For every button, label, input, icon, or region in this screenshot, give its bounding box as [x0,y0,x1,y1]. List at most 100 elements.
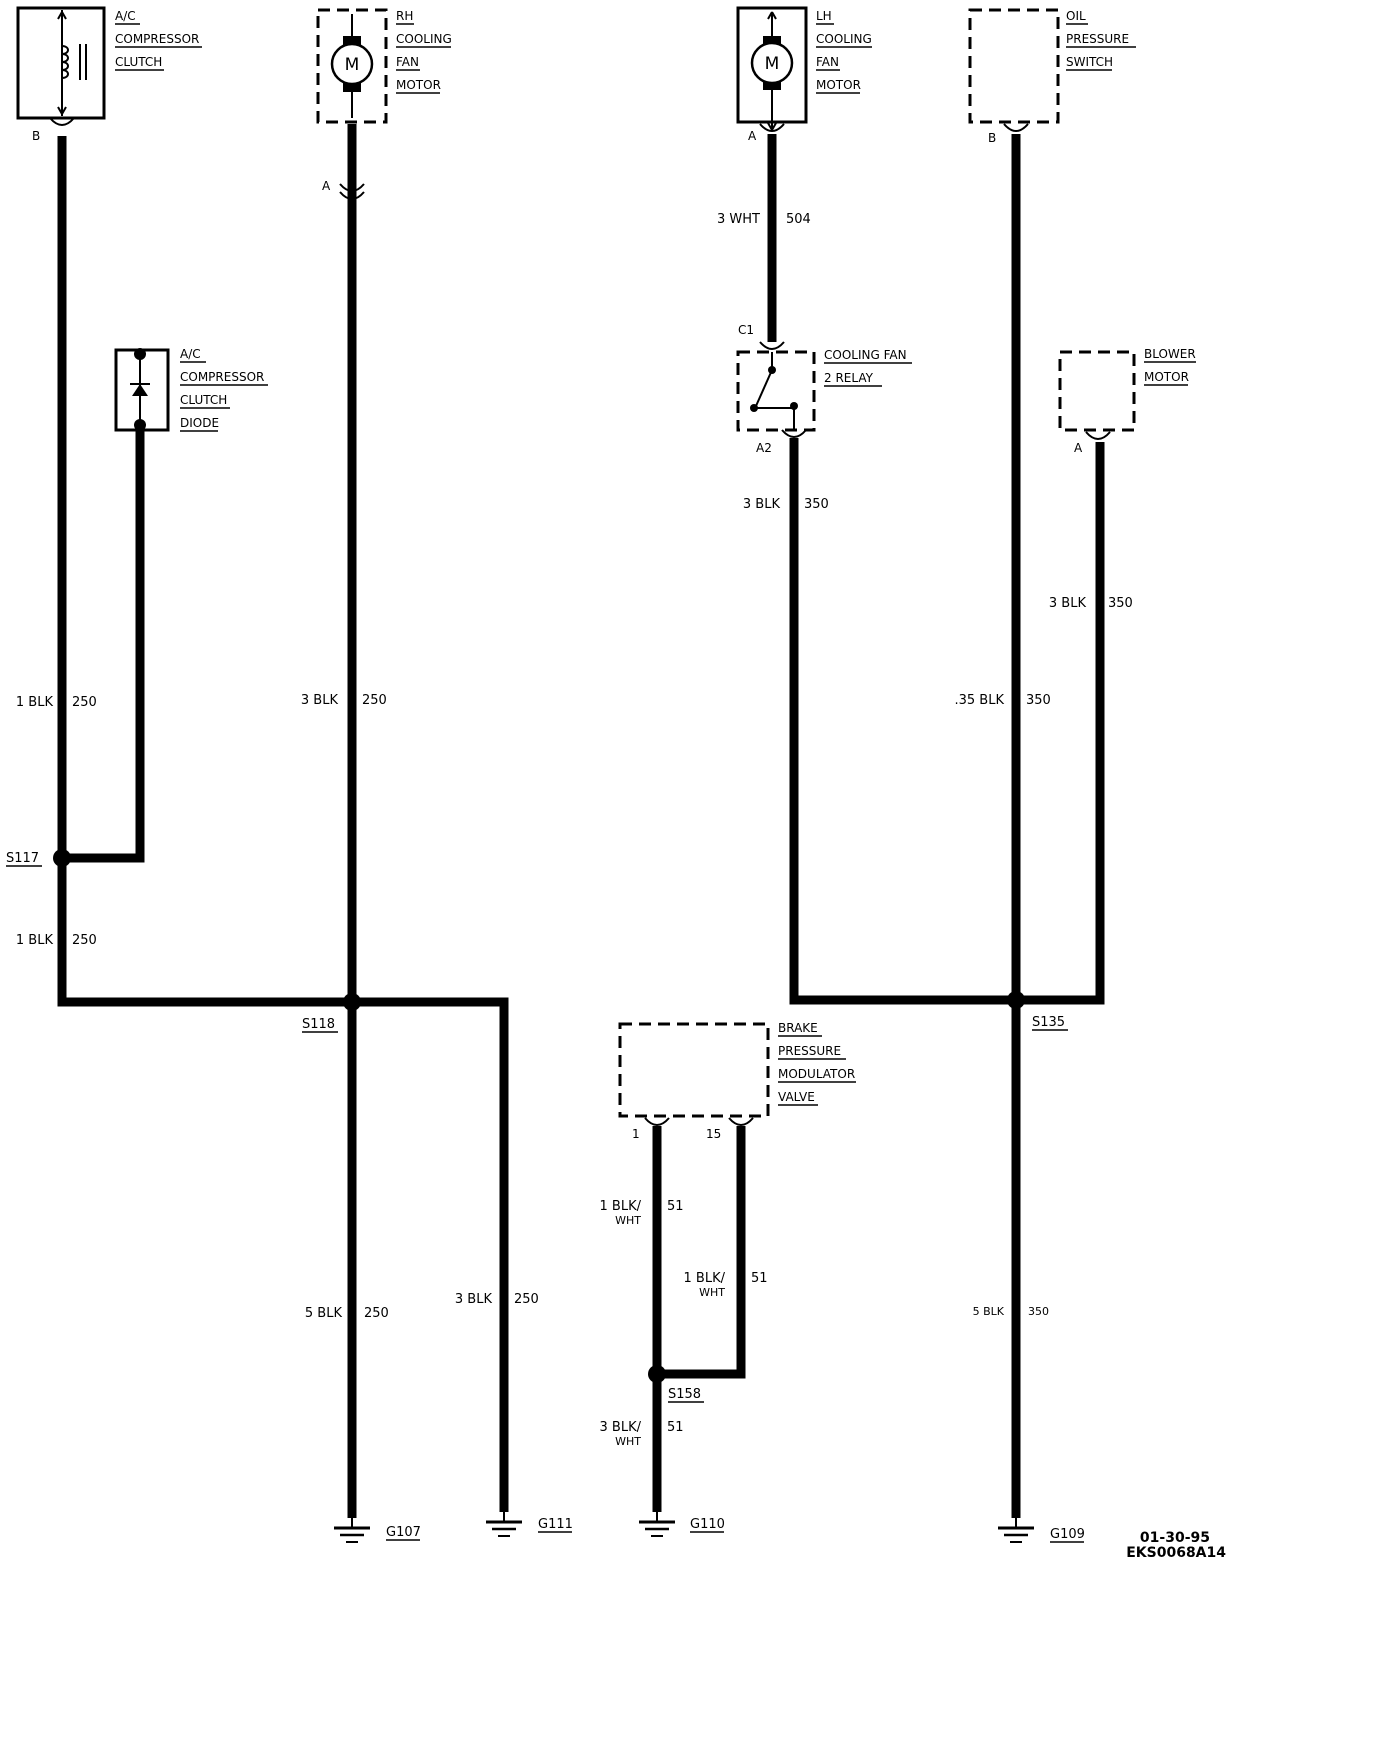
wire-label-gauge: 5 BLK [973,1305,1005,1318]
wire-label-gauge: 3 WHT [717,212,760,227]
blower-label-line-2: MOTOR [1144,370,1189,384]
oil-switch-label-line-3: SWITCH [1066,55,1113,69]
wire-relay-to-s135 [789,438,1016,1005]
splice-dot-s135 [1007,991,1025,1009]
ground-label-g111: G111 [538,1517,573,1532]
blower-label: BLOWER MOTOR [1144,347,1196,386]
ac-clutch-label-line-2: COMPRESSOR [115,32,199,46]
relay-label-line-2: 2 RELAY [824,371,874,385]
ground-icon [998,1516,1034,1543]
wire-label-gauge: 3 BLK/ [600,1420,642,1435]
lh-fan-label-line-4: MOTOR [816,78,861,92]
splices: S117 S118 S135 S158 [6,849,1068,1403]
lh-fan-label-line-2: COOLING [816,32,872,46]
drawing-date: 01-30-95 [1140,1530,1210,1546]
splice-label-s117: S117 [6,851,39,866]
wire-label-circuit: 51 [667,1420,684,1435]
ac-diode-label-line-1: A/C [180,347,201,361]
wire-label-gauge: 3 BLK [743,497,781,512]
wire-label-gauge-color: WHT [699,1286,725,1299]
ground-g107: G107 [334,1516,421,1543]
wire-label-gauge: 1 BLK [16,695,54,710]
ground-g111: G111 [486,1510,573,1537]
ac-compressor-clutch-diode [114,348,170,432]
wire-labels: 1 BLK 250 1 BLK 250 3 BLK 250 5 BLK 250 … [16,212,1133,1448]
drawing-code: EKS0068A14 [1126,1545,1226,1561]
wire-label-gauge: 1 BLK/ [684,1271,726,1286]
wire-label-circuit: 250 [72,695,97,710]
oil-switch-pin: B [988,131,996,145]
brake-label-line-1: BRAKE [778,1021,818,1035]
wire-label-circuit: 250 [362,693,387,708]
wire-label-gauge: 1 BLK [16,933,54,948]
splice-label-s118: S118 [302,1017,335,1032]
splice-label-s158: S158 [668,1387,701,1402]
drawing-stamp: 01-30-95 EKS0068A14 [1126,1530,1226,1561]
connector-icon [49,117,75,126]
rh-fan-label-line-1: RH [396,9,413,23]
wire-blower-to-s135 [1016,442,1105,1005]
cooling-fan-2-relay [736,341,816,438]
wire-group [57,124,1105,1518]
splice-label-s135: S135 [1032,1015,1065,1030]
wire-ac-diode-to-s117 [62,430,145,863]
wire-label-gauge: .35 BLK [955,693,1005,708]
rh-fan-label: RH COOLING FAN MOTOR [396,9,452,94]
ac-compressor-clutch [16,6,106,126]
wire-label-circuit: 350 [1108,596,1133,611]
wire-brake-pin15-to-s158 [657,1126,746,1379]
splice-dot-s118 [343,993,361,1011]
wire-label-gauge: 3 BLK [455,1292,493,1307]
connector-icon [1003,123,1029,132]
ground-icon [486,1510,522,1537]
diode-icon [132,384,148,396]
lh-fan-label-line-1: LH [816,9,832,23]
rh-motor-symbol: M [345,55,360,75]
brake-pin-1: 1 [632,1127,640,1141]
oil-switch-label: OIL PRESSURE SWITCH [1066,9,1136,71]
blower-label-line-1: BLOWER [1144,347,1196,361]
rh-fan-label-line-2: COOLING [396,32,452,46]
connector-icon [339,183,365,192]
lh-fan-label: LH COOLING FAN MOTOR [816,9,872,94]
ac-diode-label: A/C COMPRESSOR CLUTCH DIODE [180,347,268,432]
wire-label-circuit: 350 [804,497,829,512]
motor-icon [330,42,374,86]
ground-g110: G110 [639,1510,725,1537]
connector-icon [759,123,785,132]
wire-label-circuit: 250 [72,933,97,948]
brake-pin-15: 15 [706,1127,721,1141]
relay-label-line-1: COOLING FAN [824,348,907,362]
coil-icon [61,45,69,79]
motor-icon [750,41,794,85]
wire-label-circuit: 51 [667,1199,684,1214]
wire-label-gauge: 3 BLK [301,693,339,708]
wire-label-gauge: 1 BLK/ [600,1199,642,1214]
rh-fan-label-line-4: MOTOR [396,78,441,92]
brake-label-line-2: PRESSURE [778,1044,841,1058]
rh-fan-label-line-3: FAN [396,55,419,69]
lh-cooling-fan-motor: M [736,6,808,132]
brake-pressure-modulator-valve [618,1022,770,1126]
blower-pin: A [1074,441,1083,455]
oil-switch-label-line-2: PRESSURE [1066,32,1129,46]
wire-label-circuit: 504 [786,212,811,227]
wire-label-circuit: 350 [1028,1305,1049,1318]
ground-label-g109: G109 [1050,1527,1085,1542]
wire-s118-to-g111 [352,997,509,1512]
connector-icon [728,1117,754,1126]
wire-ac-clutch-to-s118 [57,136,352,1007]
ground-label-g110: G110 [690,1517,725,1532]
ac-clutch-pin: B [32,129,40,143]
ac-clutch-label-line-3: CLUTCH [115,55,162,69]
ac-clutch-label-line-1: A/C [115,9,136,23]
blower-motor [1058,350,1136,440]
lh-fan-pin: A [748,129,757,143]
relay-pin-c1: C1 [738,323,754,337]
ac-diode-label-line-2: COMPRESSOR [180,370,264,384]
connector-icon [781,429,807,438]
ac-clutch-label: A/C COMPRESSOR CLUTCH [115,9,202,71]
wire-label-gauge: 5 BLK [305,1306,343,1321]
rh-fan-pin: A [322,179,331,193]
lh-motor-symbol: M [765,54,780,74]
